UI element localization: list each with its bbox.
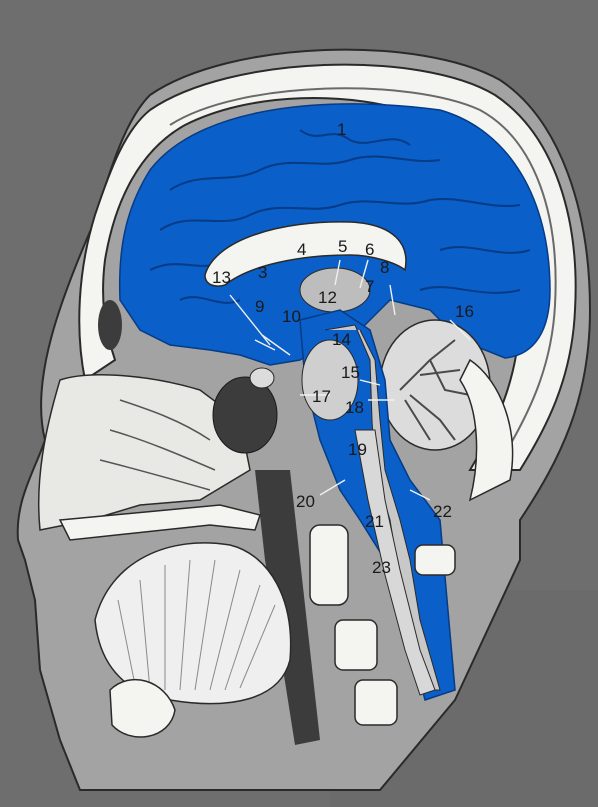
sphenoid-sinus — [213, 377, 277, 453]
label-5: 5 — [338, 237, 347, 256]
label-1: 1 — [337, 120, 346, 139]
pituitary — [250, 368, 274, 388]
label-16: 16 — [455, 302, 474, 321]
label-13: 13 — [212, 268, 231, 287]
label-3: 3 — [258, 263, 267, 282]
label-23: 23 — [372, 558, 391, 577]
vertebra-c3 — [335, 620, 377, 670]
label-21: 21 — [365, 512, 384, 531]
label-18: 18 — [345, 398, 364, 417]
label-10: 10 — [282, 307, 301, 326]
label-14: 14 — [332, 330, 351, 349]
label-19: 19 — [348, 440, 367, 459]
label-22: 22 — [433, 502, 452, 521]
label-17: 17 — [312, 387, 331, 406]
label-9: 9 — [255, 297, 264, 316]
frontal-sinus — [98, 300, 122, 350]
vertebra-c2 — [310, 525, 348, 605]
label-6: 6 — [365, 240, 374, 259]
label-8: 8 — [380, 258, 389, 277]
vertebra-c1 — [415, 545, 455, 575]
label-7: 7 — [365, 277, 374, 296]
label-4: 4 — [297, 240, 306, 259]
label-15: 15 — [341, 363, 360, 382]
label-20: 20 — [296, 492, 315, 511]
vertebra-c4 — [355, 680, 397, 725]
label-12: 12 — [318, 288, 337, 307]
